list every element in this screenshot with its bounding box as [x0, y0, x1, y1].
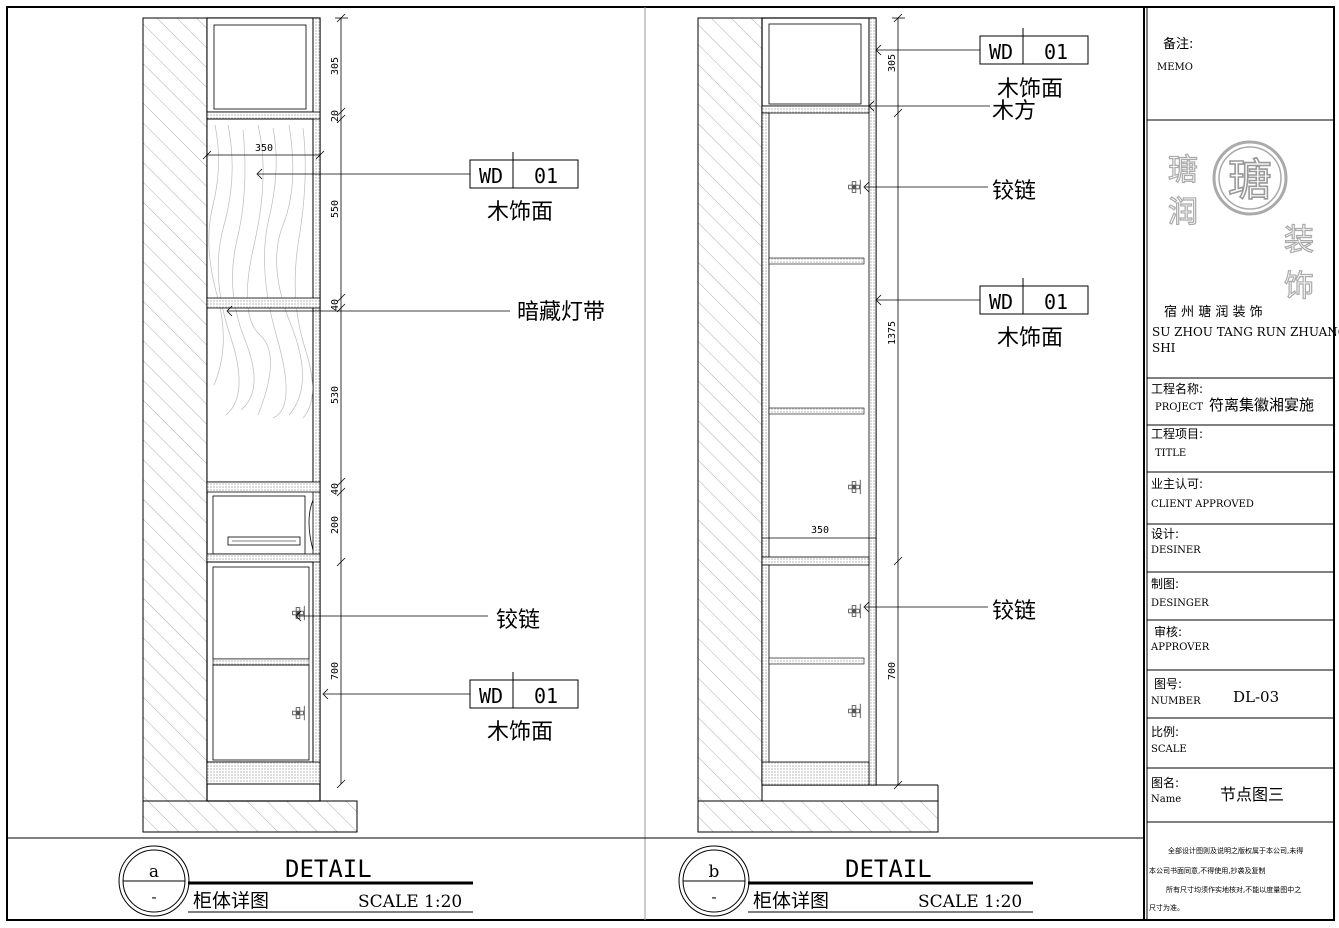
- memo-label: 备注:: [1163, 36, 1193, 52]
- designer-label: 设计:: [1151, 527, 1179, 541]
- tag-code: WD: [479, 164, 503, 188]
- tag-number: 01: [1044, 40, 1068, 64]
- hinge-icon: [848, 603, 861, 619]
- designer-label-en: DESINER: [1151, 545, 1201, 556]
- svg-text:瑭: 瑭: [1228, 155, 1272, 206]
- number-label: 图号:: [1154, 677, 1182, 691]
- dim-label: 40: [330, 483, 341, 495]
- floor-hatch: [697, 800, 939, 833]
- hinge-icon: [848, 479, 861, 495]
- wall-hatch: [697, 17, 763, 802]
- detail-heading: DETAIL: [845, 855, 932, 883]
- detail-letter: a: [149, 862, 159, 882]
- dim-label: 200: [330, 516, 341, 534]
- company-name: 宿 州 瑭 润 装 饰: [1164, 304, 1263, 320]
- dim-label: 305: [887, 54, 898, 72]
- dim-label: 530: [330, 386, 341, 404]
- callout-label: 木方: [992, 99, 1036, 124]
- dim-label: 40: [330, 299, 341, 311]
- detail-b: [678, 13, 1089, 917]
- tag-code: WD: [479, 684, 503, 708]
- drawing-number: DL-03: [1233, 688, 1279, 706]
- detail-a: [118, 13, 579, 917]
- tag-code: WD: [989, 40, 1013, 64]
- tag-number: 01: [534, 684, 558, 708]
- dimension-notice: 尺寸为准。: [1149, 903, 1184, 912]
- project-value: 符离集徽湘宴施: [1209, 396, 1314, 414]
- name-label-en: Name: [1151, 794, 1181, 805]
- memo-label-en: MEMO: [1157, 62, 1193, 73]
- dim-label: 700: [330, 662, 341, 680]
- material-label: 木饰面: [487, 720, 553, 745]
- copyright-notice: 本公司书面同意,不得使用,抄袭及复制: [1149, 866, 1265, 875]
- detail-heading: DETAIL: [285, 855, 372, 883]
- hinge-icon: [848, 703, 861, 719]
- client-label-en: CLIENT APPROVED: [1151, 499, 1254, 510]
- client-label: 业主认可:: [1151, 477, 1203, 491]
- callout-label: 铰链: [992, 599, 1036, 624]
- dimension-notice: 所有尺寸均须作实地核对,不能以度量图中之: [1166, 885, 1301, 894]
- width-dim-label: 350: [255, 143, 273, 154]
- wall-hatch: [142, 17, 208, 802]
- dim-label: 1375: [887, 321, 898, 345]
- hinge-icon: [292, 705, 305, 721]
- material-label: 木饰面: [487, 200, 553, 225]
- detail-scale: SCALE 1:20: [918, 892, 1022, 912]
- hinge-icon: [848, 179, 861, 195]
- logo-char: 饰: [1284, 269, 1314, 304]
- logo-char: 润: [1168, 195, 1198, 230]
- title-label-en: TITLE: [1155, 448, 1186, 459]
- approver-label: 审核:: [1154, 624, 1182, 639]
- callout-label: 暗藏灯带: [517, 300, 605, 325]
- scale-label: 比例:: [1151, 725, 1179, 739]
- name-label: 图名:: [1151, 775, 1179, 790]
- width-dim-label: 350: [811, 525, 829, 536]
- tag-number: 01: [1044, 290, 1068, 314]
- company-logo: 瑭: [1212, 140, 1288, 216]
- tag-number: 01: [534, 164, 558, 188]
- floor-hatch: [142, 800, 358, 833]
- detail-letter: b: [709, 862, 720, 882]
- drafter-label-en: DESINGER: [1151, 598, 1209, 609]
- detail-sheet-ref: -: [151, 888, 156, 906]
- copyright-notice: 全部设计图则及说明之版权属于本公司,未得: [1168, 846, 1303, 855]
- detail-sheet-ref: -: [711, 888, 716, 906]
- outer-frame: [6, 6, 1335, 921]
- callout-label: 铰链: [992, 179, 1036, 204]
- approver-label-en: APPROVER: [1150, 642, 1210, 653]
- material-label: 木饰面: [997, 326, 1063, 351]
- title-label: 工程项目:: [1151, 426, 1203, 441]
- drafter-label: 制图:: [1151, 577, 1179, 591]
- project-label: 工程名称:: [1151, 381, 1203, 396]
- detail-subtitle: 柜体详图: [753, 890, 829, 912]
- detail-subtitle: 柜体详图: [193, 890, 269, 912]
- material-label: 木饰面: [997, 77, 1063, 102]
- title-block: [1147, 119, 1334, 823]
- drawing-name: 节点图三: [1220, 785, 1284, 804]
- logo-char: 装: [1284, 223, 1314, 258]
- dim-label: 20: [330, 110, 341, 122]
- dim-label: 700: [887, 662, 898, 680]
- callout-label: 铰链: [496, 608, 540, 633]
- logo-char: 瑭: [1168, 153, 1198, 188]
- project-label-en: PROJECT: [1155, 402, 1203, 413]
- company-name-en-cont: SHI: [1152, 341, 1176, 355]
- dim-label: 305: [330, 57, 341, 75]
- number-label-en: NUMBER: [1151, 696, 1201, 707]
- dim-label: 550: [330, 200, 341, 218]
- tag-code: WD: [989, 290, 1013, 314]
- company-name-en: SU ZHOU TANG RUN ZHUANG: [1152, 325, 1339, 339]
- detail-scale: SCALE 1:20: [358, 892, 462, 912]
- scale-label-en: SCALE: [1151, 744, 1187, 755]
